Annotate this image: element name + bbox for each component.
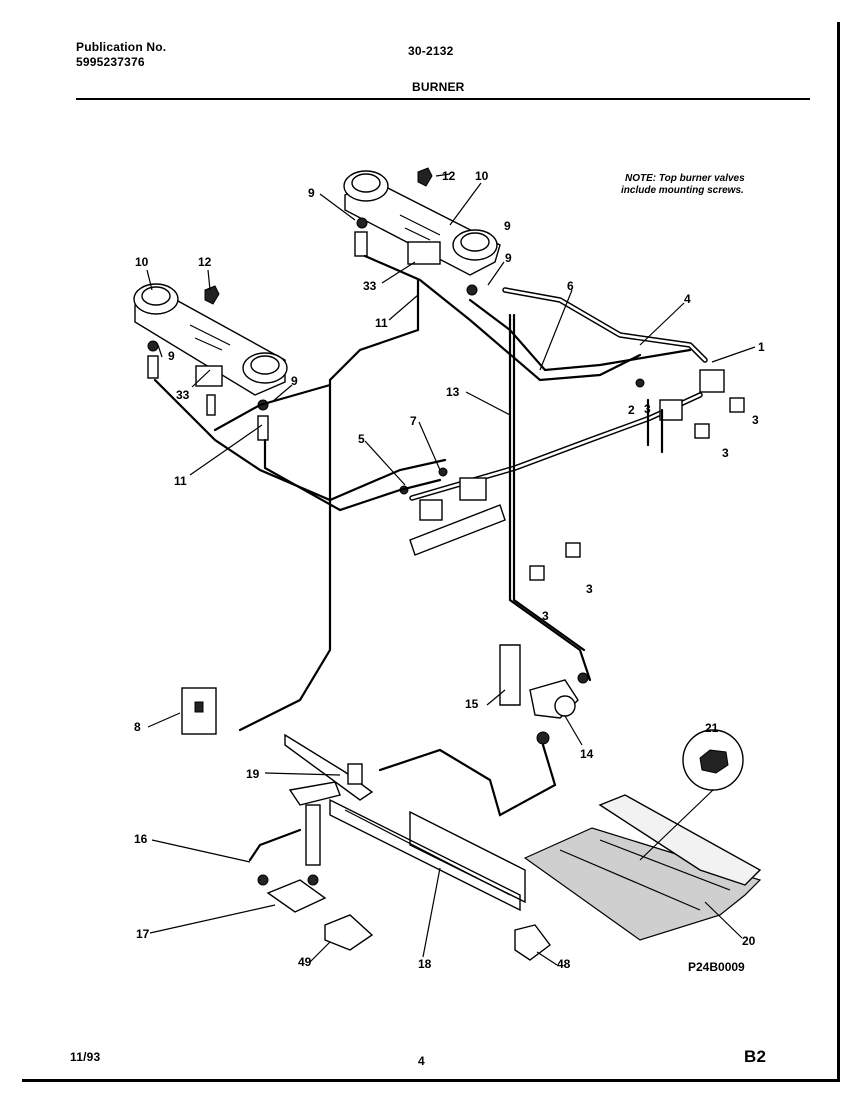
callout-9d: 9 (291, 374, 298, 388)
callout-4: 4 (684, 292, 691, 306)
diagram-code: P24B0009 (688, 960, 745, 974)
callout-12b: 12 (198, 255, 212, 269)
callout-12a: 12 (442, 169, 456, 183)
callout-11a: 11 (375, 316, 388, 330)
callout-9c: 9 (168, 349, 175, 363)
callout-3a: 3 (752, 413, 759, 427)
callout-17: 17 (136, 927, 150, 941)
callout-9b: 9 (505, 251, 512, 265)
callout-3b: 3 (722, 446, 729, 460)
callout-7: 7 (410, 414, 417, 428)
callout-3c: 3 (586, 582, 593, 596)
page-frame (22, 22, 840, 1082)
callout-8: 8 (134, 720, 141, 734)
front-burner-pair (133, 283, 288, 396)
model-code: 30-2132 (408, 44, 454, 58)
callout-1: 1 (758, 340, 765, 354)
callout-49: 49 (298, 955, 312, 969)
callout-2: 2 (628, 403, 635, 417)
callout-3d: 3 (542, 609, 549, 623)
callout-3e: 3 (644, 402, 651, 416)
callout-numbers: 1 2 3 3 3 3 3 4 5 6 7 8 9 9 9 9 9 10 10 … (134, 169, 765, 971)
callout-15: 15 (465, 697, 479, 711)
footer-page-code: B2 (744, 1047, 767, 1066)
callout-19: 19 (246, 767, 260, 781)
publication-label: Publication No. (76, 40, 167, 54)
callout-13: 13 (446, 385, 460, 399)
callout-16: 16 (134, 832, 148, 846)
note-line-2: include mounting screws. (621, 185, 744, 196)
leader-lines (146, 173, 756, 966)
callout-5: 5 (358, 432, 365, 446)
section-title: BURNER (412, 80, 465, 94)
callout-48: 48 (557, 957, 571, 971)
callout-11b: 11 (174, 474, 187, 488)
callout-33b: 33 (176, 388, 190, 402)
callout-21: 21 (705, 721, 719, 735)
publication-number: 5995237376 (76, 55, 145, 69)
callout-18: 18 (418, 957, 432, 971)
note-line-1: NOTE: Top burner valves (625, 173, 745, 184)
callout-10a: 10 (475, 169, 489, 183)
rear-burner-pair (343, 170, 501, 276)
callout-6: 6 (567, 279, 574, 293)
callout-9e: 9 (504, 219, 511, 233)
header-rule (76, 98, 810, 100)
callout-9a: 9 (308, 186, 315, 200)
callout-10b: 10 (135, 255, 149, 269)
footer-page-number: 4 (418, 1054, 425, 1068)
footer-date: 11/93 (70, 1050, 101, 1064)
callout-20: 20 (742, 934, 756, 948)
callout-14: 14 (580, 747, 594, 761)
callout-33a: 33 (363, 279, 377, 293)
